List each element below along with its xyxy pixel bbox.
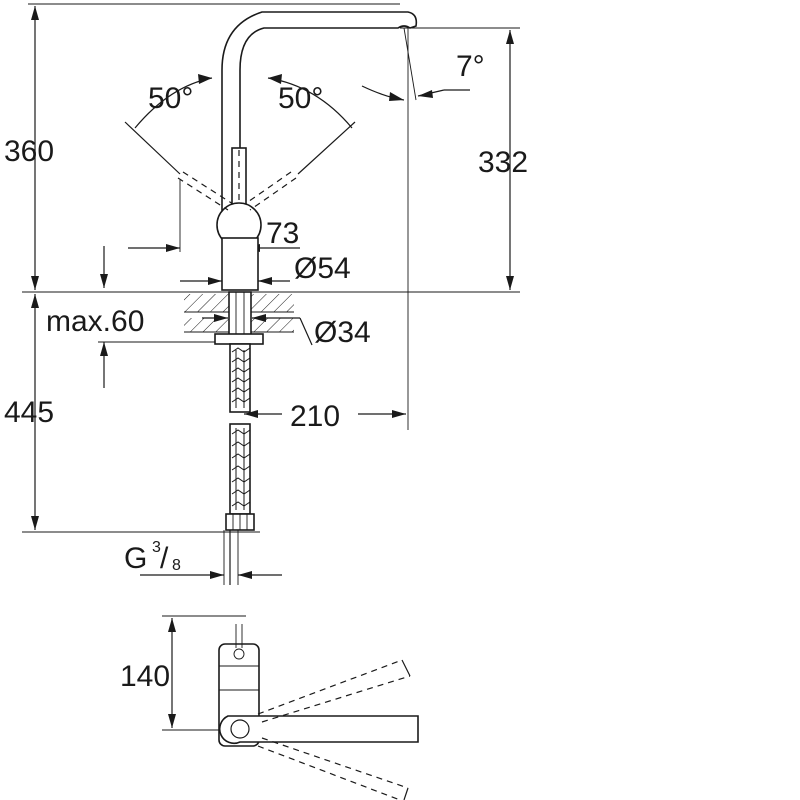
faucet-side-view: [124, 11, 418, 585]
label-spout-height: 332: [478, 146, 528, 179]
supply-hoses: [225, 343, 255, 585]
top-lever: [218, 715, 419, 745]
swivel-tilt-line: [403, 27, 417, 101]
label-connection-num: 3: [152, 539, 161, 556]
label-lever-angle-right: 50°: [278, 82, 323, 115]
label-lever-offset: 73: [266, 217, 299, 250]
faucet-base: [221, 237, 259, 291]
reference-lines: [22, 3, 520, 533]
dimension-lines: [31, 6, 514, 731]
label-connection-den: 8: [172, 557, 181, 574]
label-connection-slash: /: [160, 542, 169, 575]
label-spout-reach: 210: [290, 400, 340, 433]
label-hole-diameter: Ø34: [314, 316, 371, 349]
label-lever-angle-left: 50°: [148, 82, 193, 115]
label-top-view-depth: 140: [120, 660, 170, 693]
label-base-diameter: Ø54: [294, 252, 351, 285]
label-max-thickness: max.60: [46, 305, 144, 338]
label-connection-g: G: [124, 542, 147, 575]
label-swivel-angle: 7°: [456, 50, 485, 83]
lever-position-right: [249, 177, 297, 211]
top-lever-lower: [261, 737, 409, 789]
lever-position-left: [177, 177, 229, 211]
label-total-height: 360: [4, 135, 54, 168]
faucet-top-view: [218, 624, 419, 800]
dimension-labels: 360 445 332 7° 50° 50° 73 Ø54 max.60 Ø34…: [4, 50, 528, 693]
spout: [221, 11, 418, 211]
label-hose-length: 445: [4, 396, 54, 429]
mounting-nut: [214, 333, 264, 345]
top-lever-upper: [257, 659, 403, 715]
